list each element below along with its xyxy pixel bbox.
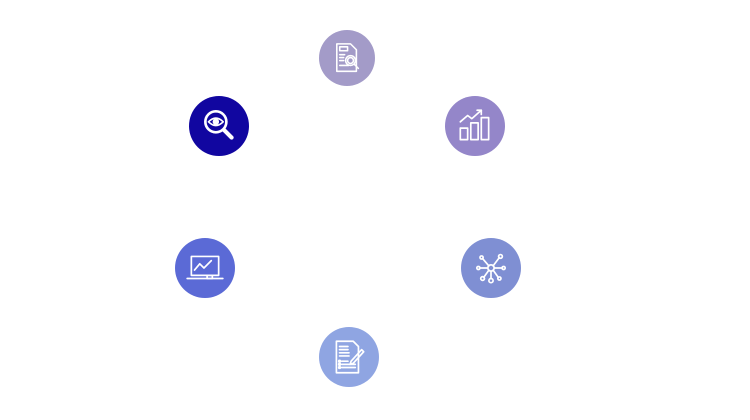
node-document-edit xyxy=(319,327,379,387)
network-hub-icon xyxy=(475,253,507,284)
magnifier-eye-icon xyxy=(204,109,234,140)
document-search-icon xyxy=(336,43,360,73)
node-eye-search xyxy=(189,96,249,156)
document-pen-icon xyxy=(335,340,365,374)
bar-chart-growth-icon xyxy=(459,109,490,141)
node-network xyxy=(461,238,521,298)
node-laptop-chart xyxy=(175,238,235,298)
laptop-trend-icon xyxy=(186,255,224,280)
node-document-search xyxy=(319,30,375,86)
node-growth-chart xyxy=(445,96,505,156)
